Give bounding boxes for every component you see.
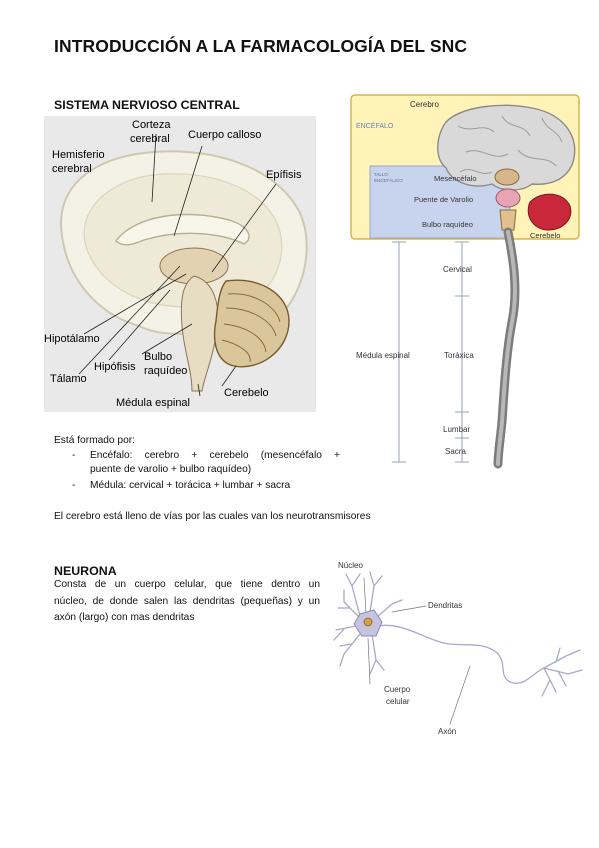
cns-overview-diagram: Cerebro ENCÉFALO TALLO ENCEFÁLICO Mesenc… xyxy=(342,92,590,472)
label-hemisferio-1: Hemisferio xyxy=(52,149,105,161)
label-nucleo: Núcleo xyxy=(338,561,363,570)
label-bulbo-1: Bulbo xyxy=(144,351,172,363)
label-axon: Axón xyxy=(438,727,456,736)
list-item-medula: Médula: cervical + torácica + lumbar + s… xyxy=(90,480,291,491)
cns-overview-drawing: Cerebro ENCÉFALO TALLO ENCEFÁLICO Mesenc… xyxy=(350,94,580,469)
brain-sagittal-drawing: Corteza cerebral Cuerpo calloso Hemisfer… xyxy=(44,119,308,409)
label-dendritas: Dendritas xyxy=(428,601,462,610)
label-corteza-2: cerebral xyxy=(130,133,170,145)
label-corteza-1: Corteza xyxy=(132,119,171,131)
label-puente: Puente de Varolio xyxy=(414,195,473,204)
label-bulbo: Bulbo raquídeo xyxy=(422,220,473,229)
brain-sagittal-illustration: Corteza cerebral Cuerpo calloso Hemisfer… xyxy=(44,116,316,412)
neurona-paragraph-line1: Consta de un cuerpo celular, que tiene d… xyxy=(54,579,320,590)
label-sacra: Sacra xyxy=(445,447,466,456)
list-dash-2: - xyxy=(72,480,76,491)
label-cerebelo: Cerebelo xyxy=(224,387,269,399)
list-dash-1: - xyxy=(72,450,76,461)
label-hemisferio-2: cerebral xyxy=(52,163,92,175)
label-cerebro: Cerebro xyxy=(410,100,439,109)
label-talamo: Tálamo xyxy=(50,373,87,385)
formed-by-text: Está formado por: xyxy=(54,435,135,446)
label-cuerpo-calloso: Cuerpo calloso xyxy=(188,129,261,141)
label-medula: Médula espinal xyxy=(116,397,190,409)
label-medula-espinal: Médula espinal xyxy=(356,351,410,360)
label-cuerpo-2: celular xyxy=(386,697,410,706)
label-toraxica: Toráxica xyxy=(444,351,474,360)
section-heading-snc: SISTEMA NERVIOSO CENTRAL xyxy=(54,98,240,112)
note-text: El cerebro está lleno de vías por las cu… xyxy=(54,511,371,522)
section-heading-neurona: NEURONA xyxy=(54,564,117,578)
list-item-encefalo-line1: Encéfalo: cerebro + cerebelo (mesencéfal… xyxy=(90,450,340,461)
page-title: INTRODUCCIÓN A LA FARMACOLOGÍA DEL SNC xyxy=(54,36,468,56)
label-encefalo: ENCÉFALO xyxy=(356,121,394,130)
label-mesencefalo: Mesencéfalo xyxy=(434,174,477,183)
neurona-paragraph-line2: núcleo, de donde salen las dendritas (pe… xyxy=(54,596,320,607)
label-bulbo-2: raquídeo xyxy=(144,365,187,377)
label-hipotalamo: Hipotálamo xyxy=(44,333,100,345)
neuron-drawing: Núcleo Dendritas Cuerpo celular Axón xyxy=(333,561,583,736)
label-cuerpo-1: Cuerpo xyxy=(384,685,411,694)
label-epifisis: Epífisis xyxy=(266,169,302,181)
list-item-encefalo-line2: puente de varolio + bulbo raquídeo) xyxy=(90,464,252,475)
label-cerebelo-cns: Cerebelo xyxy=(530,231,560,240)
neurona-paragraph-line3: axón (largo) con mas dendritas xyxy=(54,612,195,623)
label-cervical: Cervical xyxy=(443,265,472,274)
label-hipofisis: Hipófisis xyxy=(94,361,136,373)
label-tallo-1: TALLO xyxy=(374,172,388,177)
label-lumbar: Lumbar xyxy=(443,425,470,434)
label-tallo-2: ENCEFÁLICO xyxy=(374,177,403,183)
neuron-diagram: Núcleo Dendritas Cuerpo celular Axón xyxy=(330,556,586,746)
